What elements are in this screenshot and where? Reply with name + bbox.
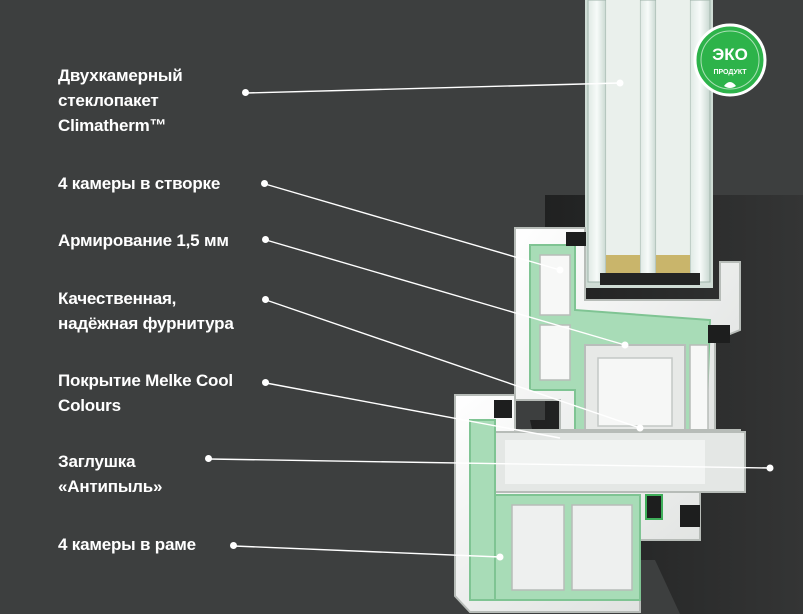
double-glazing-unit — [585, 0, 713, 288]
callout-dust-cap: Заглушка «Антипыль» — [58, 452, 163, 496]
callout-frame-chambers: 4 камеры в раме — [58, 535, 196, 554]
callout-reinforcement: Армирование 1,5 мм — [58, 231, 229, 250]
callout-glazing-dot — [242, 89, 249, 96]
callout-sash-chambers-dot — [261, 180, 268, 187]
callout-hardware: Качественная, надёжная фурнитура — [58, 289, 234, 333]
callout-coating-dot — [262, 379, 269, 386]
eco-badge-title: ЭКО — [712, 45, 748, 64]
leaf-icon — [724, 82, 736, 88]
callout-sash-chambers: 4 камеры в створке — [58, 174, 221, 193]
callout-glazing: Двухкамерный стеклопакет Climatherm™ — [58, 66, 183, 135]
leader-lines — [208, 82, 771, 558]
callout-reinforcement-dot — [262, 236, 269, 243]
eco-badge: ЭКО ПРОДУКТ — [693, 23, 767, 97]
callout-dust-cap-dot — [205, 455, 212, 462]
leader-endpoints — [496, 79, 774, 561]
callout-hardware-dot — [262, 296, 269, 303]
callout-coating: Покрытие Melke Cool Colours — [58, 371, 233, 415]
frame-profile — [454, 394, 746, 613]
eco-badge-subtitle: ПРОДУКТ — [713, 69, 747, 76]
callout-frame-chambers-dot — [230, 542, 237, 549]
